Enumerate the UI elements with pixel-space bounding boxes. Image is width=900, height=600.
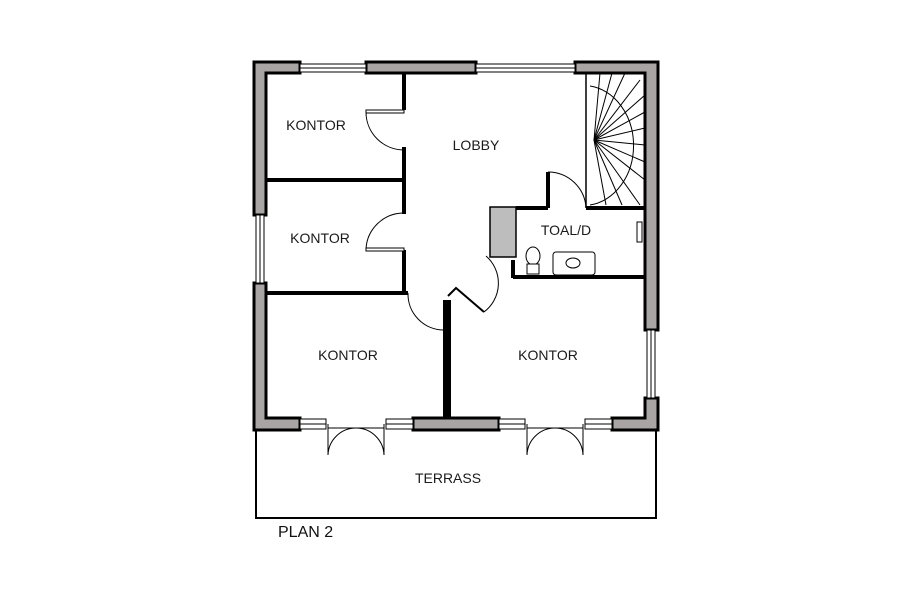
terrace-outline	[255, 430, 657, 519]
exterior-walls	[252, 60, 660, 432]
doors	[327, 109, 587, 456]
shower-icon	[636, 221, 643, 243]
toilet-icon	[525, 246, 541, 266]
room-label-terrass: TERRASS	[414, 470, 482, 486]
interior-walls	[266, 73, 645, 418]
room-label-toalett: TOAL/D	[540, 222, 592, 238]
bathroom-fixtures	[525, 221, 643, 276]
room-label-kontor-1: KONTOR	[286, 117, 346, 133]
staircase	[589, 72, 646, 206]
windows	[255, 63, 656, 430]
room-label-lobby: LOBBY	[452, 137, 500, 153]
room-label-kontor-2: KONTOR	[290, 230, 350, 246]
shaft	[489, 206, 517, 258]
room-label-kontor-3: KONTOR	[318, 347, 378, 363]
room-label-kontor-4: KONTOR	[518, 347, 578, 363]
plan-title: PLAN 2	[278, 524, 334, 541]
